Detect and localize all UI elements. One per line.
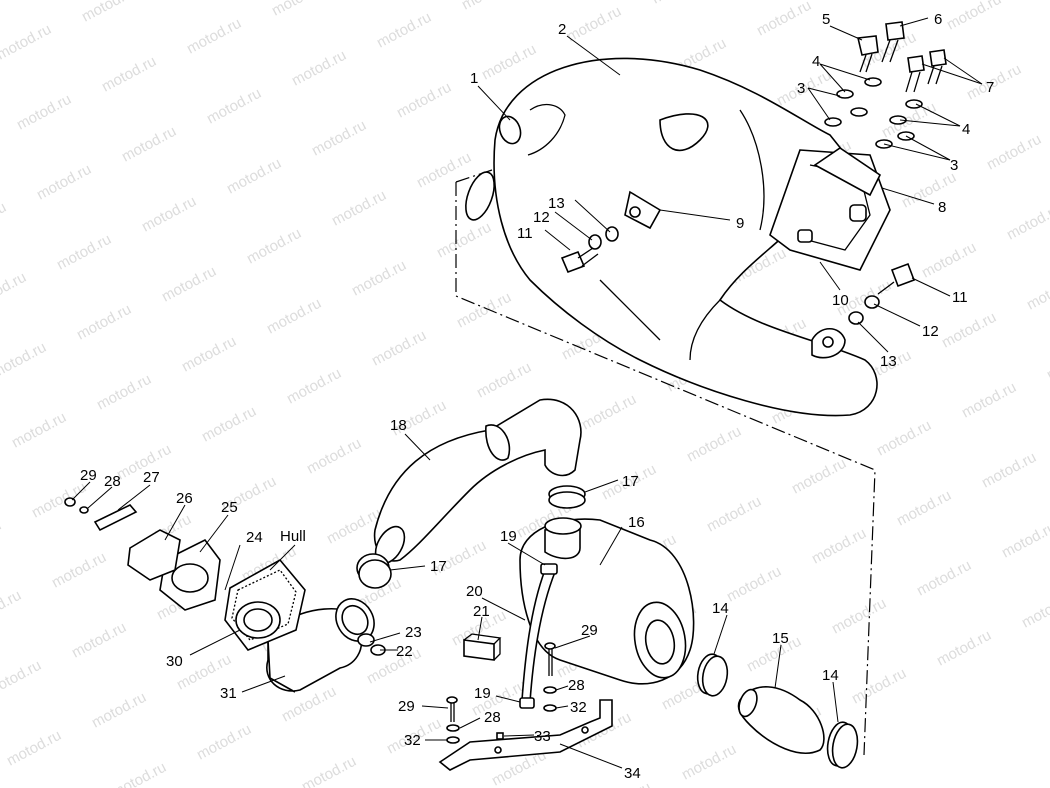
callout-hull: Hull xyxy=(280,528,306,545)
callout-19: 19 xyxy=(474,685,491,702)
callout-20: 20 xyxy=(466,583,483,600)
callout-11: 11 xyxy=(952,289,968,306)
callout-29: 29 xyxy=(398,698,415,715)
callout-27: 27 xyxy=(143,469,160,486)
bolt-part-5 xyxy=(857,35,879,73)
callout-33: 33 xyxy=(534,728,551,745)
callout-22: 22 xyxy=(396,643,413,660)
callout-29: 29 xyxy=(581,622,598,639)
callout-labels: 1 2 3 3 4 4 5 6 7 8 9 10 11 11 12 12 13 … xyxy=(80,11,994,782)
exhaust-hose-part-18 xyxy=(373,398,582,565)
pad-part-21 xyxy=(463,633,502,661)
callout-15: 15 xyxy=(772,630,789,647)
exhaust-sleeve-part-15 xyxy=(737,686,825,754)
callout-28: 28 xyxy=(484,709,501,726)
callout-18: 18 xyxy=(390,417,407,434)
callout-26: 26 xyxy=(176,490,193,507)
callout-28: 28 xyxy=(568,677,585,694)
callout-3: 3 xyxy=(950,157,958,174)
callout-28: 28 xyxy=(104,473,121,490)
callout-11: 11 xyxy=(517,225,533,242)
callout-24: 24 xyxy=(246,529,263,546)
nut-part-33 xyxy=(496,732,504,740)
clamp-part-22-23 xyxy=(357,633,386,656)
callout-25: 25 xyxy=(221,499,238,516)
callout-2: 2 xyxy=(558,21,566,38)
callout-13: 13 xyxy=(880,353,897,370)
bolt-part-6 xyxy=(881,21,905,63)
callout-12: 12 xyxy=(922,323,939,340)
hull-flange-part-30 xyxy=(235,601,281,639)
callout-17: 17 xyxy=(430,558,447,575)
callout-9: 9 xyxy=(736,215,744,232)
callout-13: 13 xyxy=(548,195,565,212)
strap-part-27 xyxy=(93,504,138,532)
callout-32: 32 xyxy=(404,732,421,749)
waterbox-muffler-part-16 xyxy=(519,517,695,685)
plate-part-26 xyxy=(127,529,181,581)
bracket-part-34 xyxy=(438,699,613,771)
callout-7: 7 xyxy=(986,79,994,96)
hose-clamp-part-17 xyxy=(356,485,586,589)
expansion-chamber-part-2 xyxy=(465,57,878,417)
callout-31: 31 xyxy=(220,685,237,702)
callout-12: 12 xyxy=(533,209,550,226)
callout-5: 5 xyxy=(822,11,830,28)
bolt-part-11 xyxy=(560,245,916,295)
callout-6: 6 xyxy=(934,11,942,28)
retainer-part-19 xyxy=(519,563,558,709)
callout-4: 4 xyxy=(812,53,820,70)
callout-30: 30 xyxy=(166,653,183,670)
callout-17: 17 xyxy=(622,473,639,490)
callout-3: 3 xyxy=(797,80,805,97)
callout-23: 23 xyxy=(405,624,422,641)
exhaust-manifold-flange-part-10 xyxy=(769,147,891,271)
callout-19: 19 xyxy=(500,528,517,545)
washer-part-28 xyxy=(79,506,557,732)
bolt-part-7 xyxy=(905,49,947,93)
callout-10: 10 xyxy=(832,292,849,309)
callout-4: 4 xyxy=(962,121,970,138)
callout-14: 14 xyxy=(712,600,729,617)
callout-21: 21 xyxy=(473,603,490,620)
callout-32: 32 xyxy=(570,699,587,716)
callout-8: 8 xyxy=(938,199,946,216)
callout-34: 34 xyxy=(624,765,641,782)
callout-1: 1 xyxy=(470,70,478,87)
hose-clamp-part-14 xyxy=(696,653,859,769)
callout-29: 29 xyxy=(80,467,97,484)
leader-lines xyxy=(71,17,983,769)
callout-16: 16 xyxy=(628,514,645,531)
callout-14: 14 xyxy=(822,667,839,684)
